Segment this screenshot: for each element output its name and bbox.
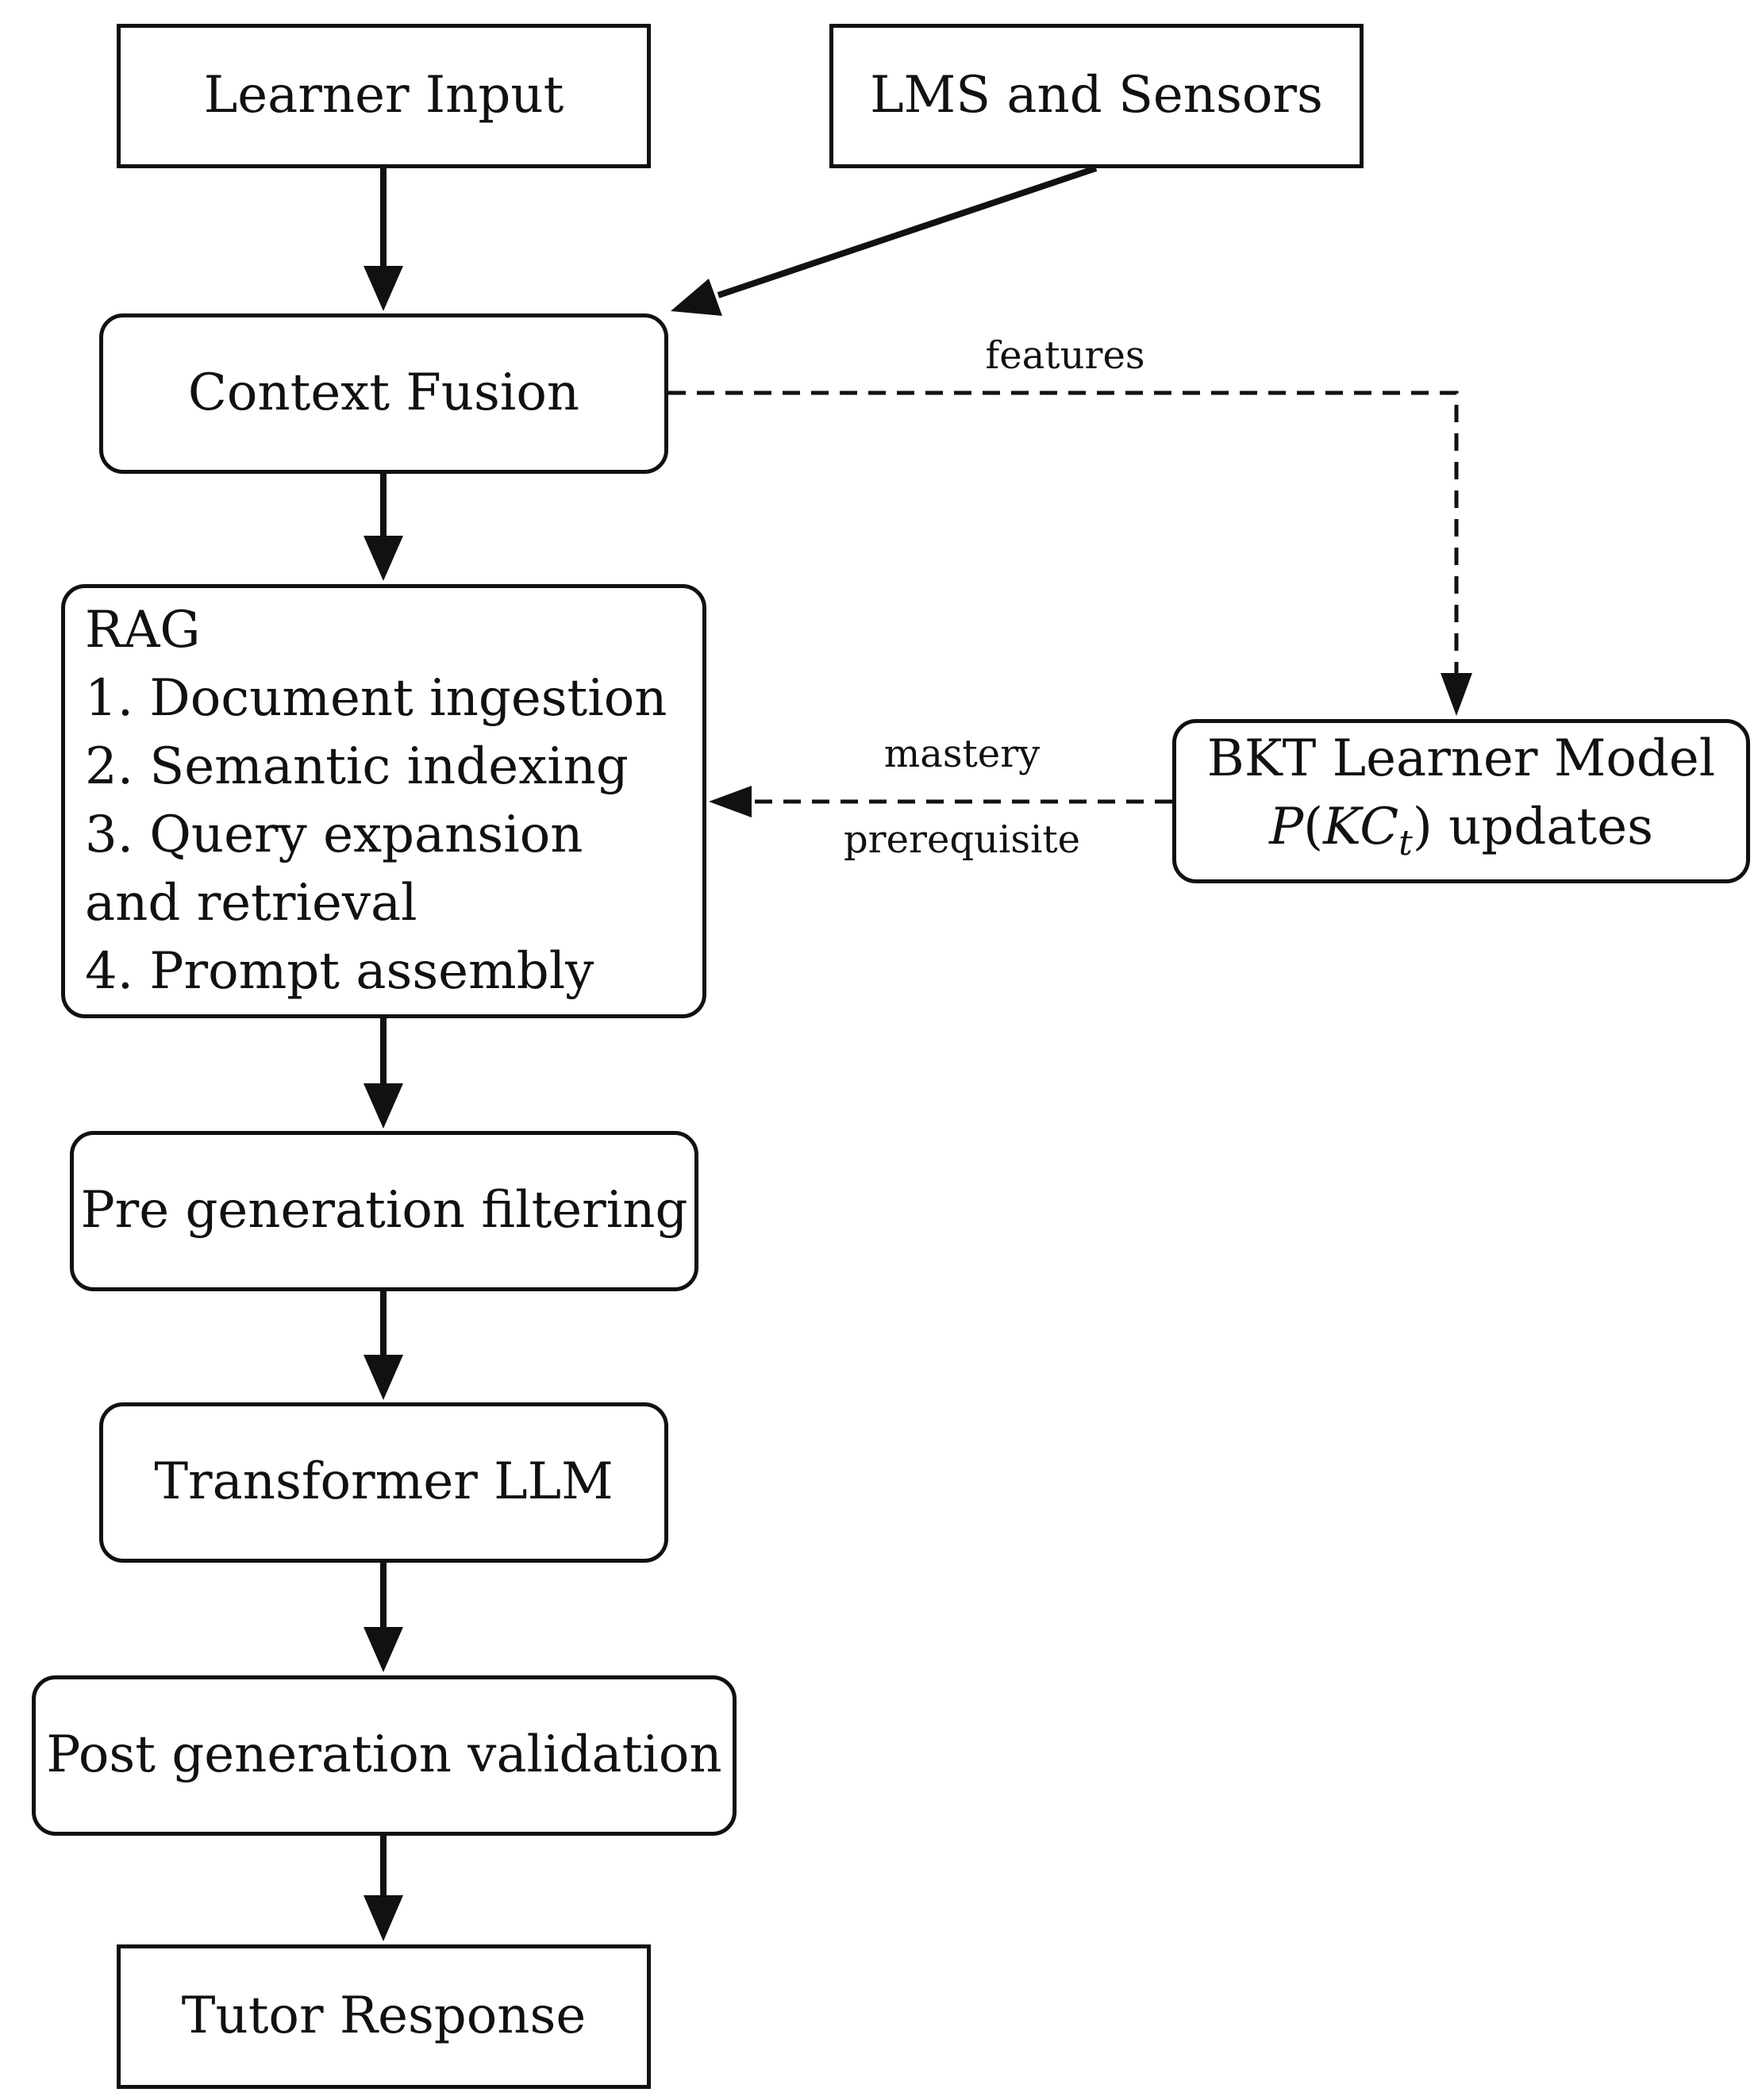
lms-sensors-node: LMS and Sensors (829, 24, 1364, 168)
dashed-arrow-bkt-to-rag (709, 786, 1172, 817)
context-fusion-label: Context Fusion (187, 363, 580, 423)
arrow-learner-to-context (364, 168, 403, 311)
features-edge-label: features (985, 333, 1145, 378)
bkt-title: BKT Learner Model (1206, 729, 1716, 789)
transformer-llm-node: Transformer LLM (99, 1402, 668, 1563)
rag-node: RAG 1. Document ingestion 2. Semantic in… (61, 584, 706, 1018)
arrow-rag-to-pregen (364, 1018, 403, 1129)
formula-subscript: t (1398, 822, 1413, 863)
bkt-learner-model-node: BKT Learner Model P(KCt) updates (1172, 719, 1750, 883)
rag-step: and retrieval (85, 874, 417, 933)
arrow-transformer-to-postgen (364, 1563, 403, 1672)
lms-sensors-label: LMS and Sensors (870, 66, 1323, 125)
prerequisite-edge-label: prerequisite (843, 817, 1081, 862)
arrow-pregen-to-transformer (364, 1291, 403, 1400)
transformer-label: Transformer LLM (154, 1452, 614, 1512)
formula-suffix: updates (1432, 798, 1653, 857)
formula-open: ( (1303, 798, 1324, 857)
formula-kc: KC (1323, 798, 1399, 857)
learner-input-label: Learner Input (203, 66, 564, 125)
arrow-postgen-to-tutor (364, 1836, 403, 1941)
tutor-response-node: Tutor Response (117, 1944, 651, 2089)
formula-close: ) (1412, 798, 1433, 857)
rag-step: 4. Prompt assembly (85, 942, 594, 1001)
rag-step: 2. Semantic indexing (85, 737, 629, 796)
bkt-formula: P(KCt) updates (1269, 793, 1653, 878)
rag-title: RAG (85, 601, 201, 660)
learner-input-node: Learner Input (117, 24, 651, 168)
rag-step: 3. Query expansion (85, 806, 583, 864)
tutor-response-label: Tutor Response (181, 1987, 587, 2046)
arrow-lms-to-context (671, 165, 1098, 316)
arrow-context-to-rag (364, 474, 403, 581)
formula-p: P (1269, 798, 1304, 857)
rag-step: 1. Document ingestion (85, 669, 667, 728)
context-fusion-node: Context Fusion (99, 313, 668, 474)
pre-generation-filtering-node: Pre generation filtering (70, 1131, 698, 1291)
pre-generation-label: Pre generation filtering (80, 1181, 688, 1240)
post-generation-label: Post generation validation (46, 1725, 722, 1785)
dashed-arrow-features (668, 390, 1472, 716)
mastery-edge-label: mastery (883, 732, 1041, 776)
post-generation-validation-node: Post generation validation (32, 1675, 737, 1836)
